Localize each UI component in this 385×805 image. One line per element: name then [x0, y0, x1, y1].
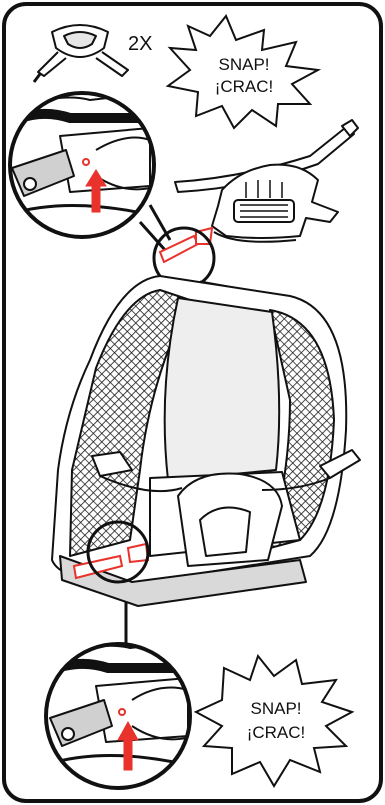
snap-text-top: SNAP!: [218, 55, 269, 74]
crac-text-top: ¡CRAC!: [215, 77, 274, 96]
snap-text-bottom: SNAP!: [250, 699, 301, 718]
quantity-label: 2X: [128, 33, 152, 55]
crac-text-bottom: ¡CRAC!: [247, 723, 306, 742]
